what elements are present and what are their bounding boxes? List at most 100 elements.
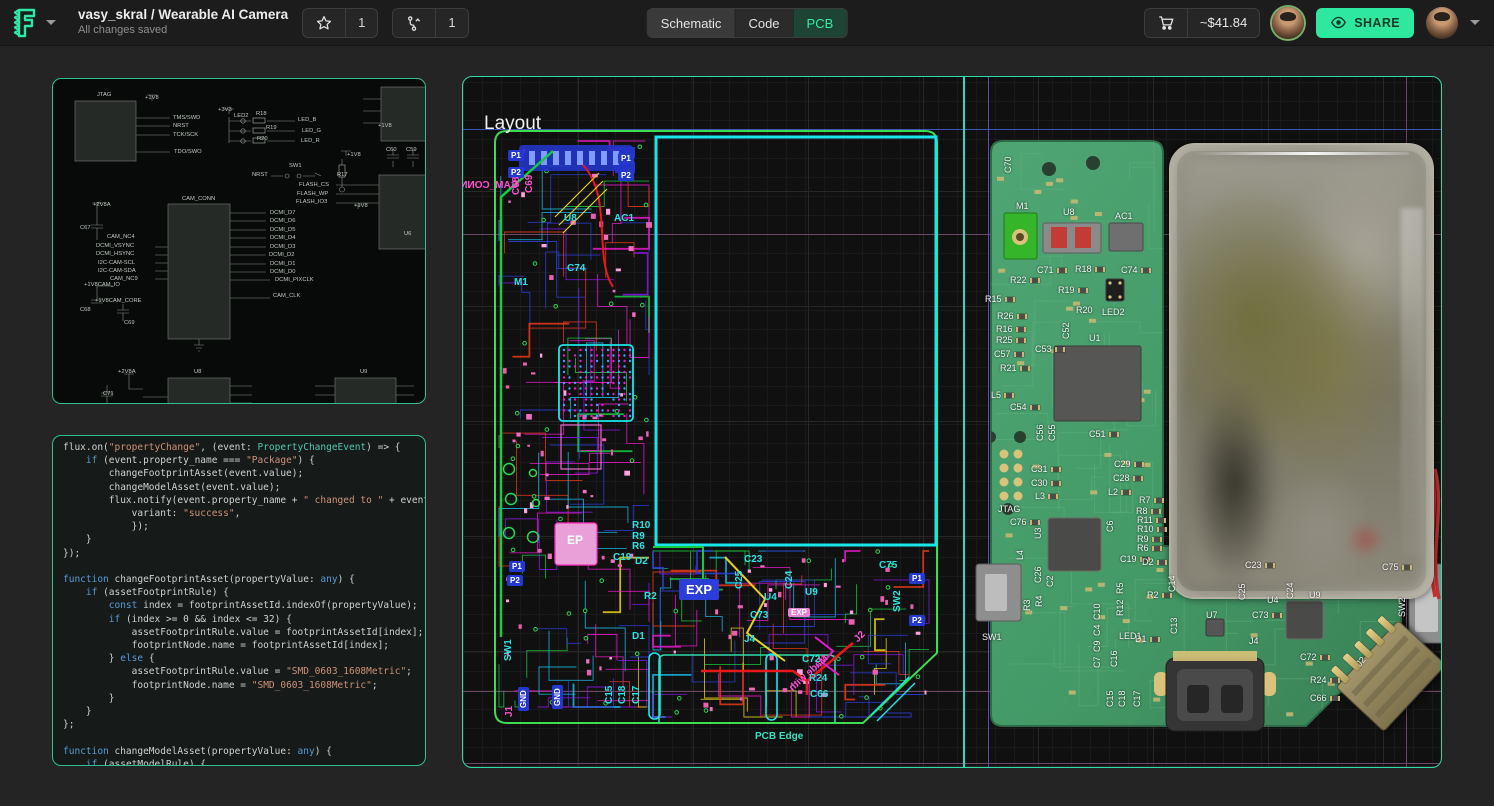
silkscreen-label-layer: C70M1U8AC1C71R18C74R22R19R15R20LED2R26R1… xyxy=(963,77,1442,768)
layout-ref-label: C18 xyxy=(617,686,628,704)
silkscreen-label: C10 xyxy=(1092,603,1102,620)
layout-ref-label: C25 xyxy=(734,571,745,589)
silkscreen-label: C2 xyxy=(1045,575,1055,587)
silkscreen-label: R20 xyxy=(1076,305,1093,315)
silkscreen-label: R25 xyxy=(996,335,1026,345)
silkscreen-label: U1 xyxy=(1089,333,1101,343)
silkscreen-label: C53 xyxy=(1035,344,1065,354)
silkscreen-label: R4 xyxy=(1034,595,1044,607)
schematic-preview-panel[interactable]: JTAG+1V8TMS/SWDNRSTTCK/SCKTDO/SWO+3V3LED… xyxy=(52,78,426,404)
layout-ref-label: EXP xyxy=(788,608,810,617)
schematic-net-label: FLASH_IO3 xyxy=(296,199,327,205)
schematic-canvas: JTAG+1V8TMS/SWDNRSTTCK/SCKTDO/SWO+3V3LED… xyxy=(53,79,426,404)
schematic-net-label: U9 xyxy=(360,369,367,375)
project-title: vasy_skral / Wearable AI Camera xyxy=(78,7,288,24)
silkscreen-label: J4 xyxy=(1249,636,1259,646)
silkscreen-label: C28 xyxy=(1113,473,1143,483)
schematic-net-label: CAM_CLK xyxy=(273,293,301,299)
code-line: if (assetModelRule) { xyxy=(63,758,425,766)
schematic-net-label: C68 xyxy=(80,307,91,313)
schematic-component-box xyxy=(379,175,426,249)
silkscreen-label: C73 xyxy=(1252,610,1282,620)
schematic-net-label: R18 xyxy=(256,111,267,117)
user-avatar[interactable] xyxy=(1426,7,1458,39)
code-lines[interactable]: flux.on("propertyChange", (event: Proper… xyxy=(53,436,425,766)
smd-part xyxy=(1151,509,1161,514)
silkscreen-label: R26 xyxy=(997,311,1027,321)
schematic-net-label: +1V8CAM_CORE xyxy=(95,298,142,304)
estimated-price: ~$41.84 xyxy=(1187,9,1259,37)
star-icon[interactable] xyxy=(303,9,345,37)
silkscreen-label: C23 xyxy=(1245,560,1275,570)
fork-button[interactable]: 1 xyxy=(392,8,468,38)
silkscreen-label: C17 xyxy=(1132,690,1142,707)
pcb-viewport[interactable]: Layout xyxy=(462,76,1442,768)
smd-part xyxy=(1014,352,1024,357)
silkscreen-label: C57 xyxy=(994,349,1024,359)
silkscreen-label: R19 xyxy=(1058,285,1088,295)
star-button[interactable]: 1 xyxy=(302,8,378,38)
schematic-net-label: NRST xyxy=(173,123,189,129)
cart-icon[interactable] xyxy=(1145,9,1187,37)
code-line: const index = footprintAssetId.indexOf(p… xyxy=(63,599,425,612)
silkscreen-label: AC1 xyxy=(1115,211,1133,221)
share-label: SHARE xyxy=(1354,16,1400,30)
cart-price-button[interactable]: ~$41.84 xyxy=(1144,8,1260,38)
code-line: if (index >= 0 && index <= 32) { xyxy=(63,613,425,626)
schematic-net-label: LED_R xyxy=(301,138,320,144)
fork-icon[interactable] xyxy=(393,9,435,37)
smd-part xyxy=(1154,498,1164,503)
schematic-net-label: C67 xyxy=(80,225,91,231)
app-header: vasy_skral / Wearable AI Camera All chan… xyxy=(0,0,1494,46)
schematic-net-label: +1V8 xyxy=(354,203,368,209)
header-right-group: ~$41.84 SHARE xyxy=(1144,7,1494,39)
code-line: changeFootprintAsset(event.value); xyxy=(63,467,425,480)
silkscreen-label: L4 xyxy=(1015,550,1025,560)
layout-ref-label: C15 xyxy=(604,686,615,704)
code-line: } xyxy=(63,705,425,718)
tab-code[interactable]: Code xyxy=(734,9,792,37)
schematic-net-label: U8 xyxy=(194,369,201,375)
share-button[interactable]: SHARE xyxy=(1316,8,1414,38)
smd-part xyxy=(1057,268,1067,273)
smd-part xyxy=(1141,268,1151,273)
layout-view-title: Layout xyxy=(484,113,541,135)
silkscreen-label: J2 xyxy=(1354,655,1368,669)
code-line: changeModelAsset(event.value); xyxy=(63,481,425,494)
smd-part xyxy=(1005,297,1015,302)
code-line: footprintNode.name = "SMD_0603_1608Metri… xyxy=(63,679,425,692)
smd-part xyxy=(1330,696,1340,701)
silkscreen-label: U8 xyxy=(1063,207,1075,217)
silkscreen-label: LED2 xyxy=(1102,307,1125,317)
schematic-net-label: DCMI_D6 xyxy=(270,218,295,224)
save-status: All changes saved xyxy=(78,24,288,38)
silkscreen-label: L2 xyxy=(1108,487,1131,497)
schematic-net-label: C69 xyxy=(124,320,135,326)
schematic-net-label: CAM_NC4 xyxy=(107,234,135,240)
tab-schematic[interactable]: Schematic xyxy=(648,9,735,37)
layout-ref-label: SW1 xyxy=(503,639,514,661)
schematic-net-label: U6 xyxy=(404,231,411,237)
schematic-net-label: +1V8CAM_IO xyxy=(84,282,120,288)
silkscreen-label: SW1 xyxy=(982,632,1002,642)
user-menu-caret-icon[interactable] xyxy=(1470,20,1480,25)
silkscreen-label: C13 xyxy=(1169,617,1179,634)
schematic-net-label: TCK/SCK xyxy=(173,132,198,138)
smd-part xyxy=(1162,593,1172,598)
schematic-component-box xyxy=(75,101,136,161)
schematic-net-label: +1V8 xyxy=(145,95,159,101)
flux-logo-menu[interactable] xyxy=(0,7,66,39)
code-editor-panel[interactable]: flux.on("propertyChange", (event: Proper… xyxy=(52,435,426,766)
tab-pcb[interactable]: PCB xyxy=(793,9,847,37)
schematic-net-label: DCMI_VSYNC xyxy=(96,243,134,249)
schematic-net-label: TDO/SWO xyxy=(174,149,202,155)
schematic-net-label: FLASH_WP xyxy=(297,191,328,197)
code-line: variant: "success", xyxy=(63,507,425,520)
collaborator-avatar[interactable] xyxy=(1272,7,1304,39)
viewport-split-divider[interactable] xyxy=(963,77,965,767)
schematic-net-label: DCMI_PIXCLK xyxy=(275,277,314,283)
silkscreen-label: C24 xyxy=(1285,582,1295,599)
silkscreen-label: C9 xyxy=(1092,640,1102,652)
schematic-net-label: +2V8A xyxy=(93,202,111,208)
